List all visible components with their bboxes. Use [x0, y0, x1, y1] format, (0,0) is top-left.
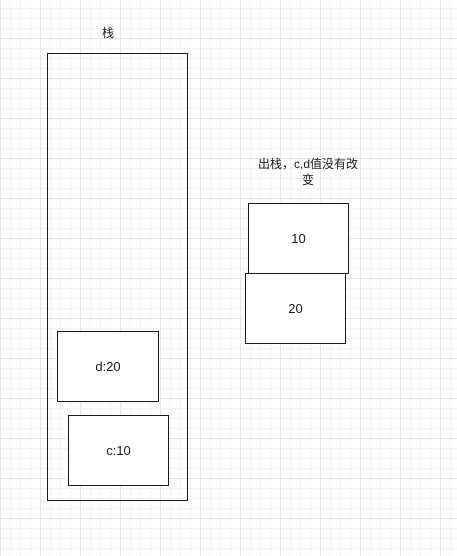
stack-frame-c: c:10	[68, 415, 169, 486]
pop-note: 出栈，c,d值没有改 变	[248, 156, 368, 188]
popped-value-10: 10	[248, 203, 349, 274]
stack-frame-d-label: d:20	[95, 359, 121, 374]
stack-container	[47, 53, 188, 501]
pop-note-line-2: 变	[301, 173, 314, 187]
stack-frame-c-label: c:10	[106, 443, 131, 458]
popped-value-20-label: 20	[288, 301, 303, 316]
popped-value-20: 20	[245, 273, 346, 344]
stack-title: 栈	[101, 26, 114, 40]
pop-note-line-1: 出栈，c,d值没有改	[257, 157, 358, 171]
stack-frame-d: d:20	[57, 331, 159, 402]
popped-value-10-label: 10	[291, 231, 306, 246]
